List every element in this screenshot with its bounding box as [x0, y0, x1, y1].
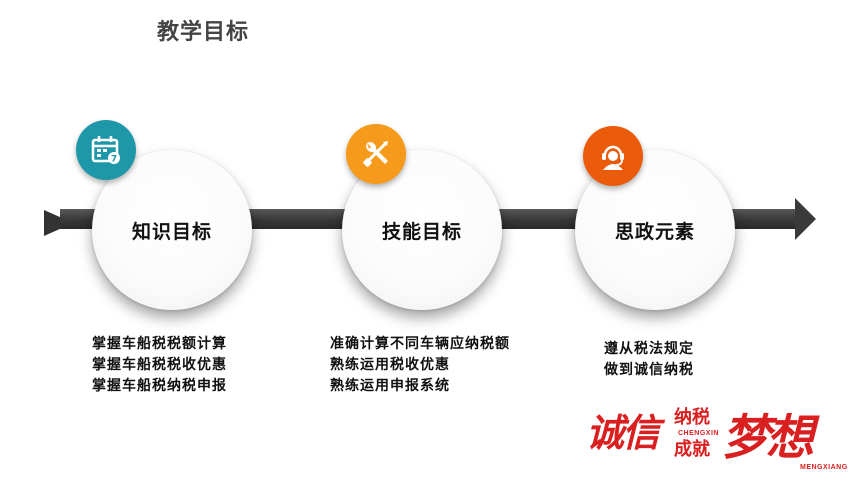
list-item: 掌握车船税税收优惠	[92, 357, 227, 373]
list-item: 准确计算不同车辆应纳税额	[330, 336, 510, 352]
list-item: 熟练运用税收优惠	[330, 357, 450, 373]
list-item: 熟练运用申报系统	[330, 378, 450, 394]
logo-pinyin-mengxiang: MENGXIANG	[800, 464, 848, 471]
headset-person-icon	[583, 126, 643, 186]
logo-pinyin-chengxin: CHENGXIN	[678, 430, 719, 437]
logo-word-integrity: 诚信	[586, 410, 660, 455]
list-item: 掌握车船税税额计算	[92, 336, 227, 352]
goal-circle-knowledge: 知识目标	[92, 150, 252, 310]
list-item: 做到诚信纳税	[604, 362, 694, 378]
list-item: 遵从税法规定	[604, 341, 694, 357]
goal-list-ideology: 遵从税法规定 做到诚信纳税	[604, 339, 694, 381]
brand-logo: 诚信 纳税 CHENGXIN 成就 梦想 MENGXIANG	[586, 398, 856, 478]
goal-label-ideology: 思政元素	[614, 220, 695, 243]
logo-word-achieve: 成就	[674, 439, 710, 460]
logo-word-dream: 梦想	[722, 410, 814, 466]
goal-list-knowledge: 掌握车船税税额计算 掌握车船税税收优惠 掌握车船税纳税申报	[92, 334, 227, 397]
svg-text:7: 7	[111, 155, 117, 165]
logo-word-tax: 纳税	[674, 407, 710, 428]
list-item: 掌握车船税纳税申报	[92, 378, 227, 394]
page-title: 教学目标	[157, 20, 250, 45]
wrench-screwdriver-icon	[346, 124, 406, 184]
goal-label-knowledge: 知识目标	[131, 220, 212, 243]
goal-label-skill: 技能目标	[381, 220, 462, 243]
calendar-icon: 7	[76, 120, 136, 180]
goal-list-skill: 准确计算不同车辆应纳税额 熟练运用税收优惠 熟练运用申报系统	[330, 334, 510, 397]
